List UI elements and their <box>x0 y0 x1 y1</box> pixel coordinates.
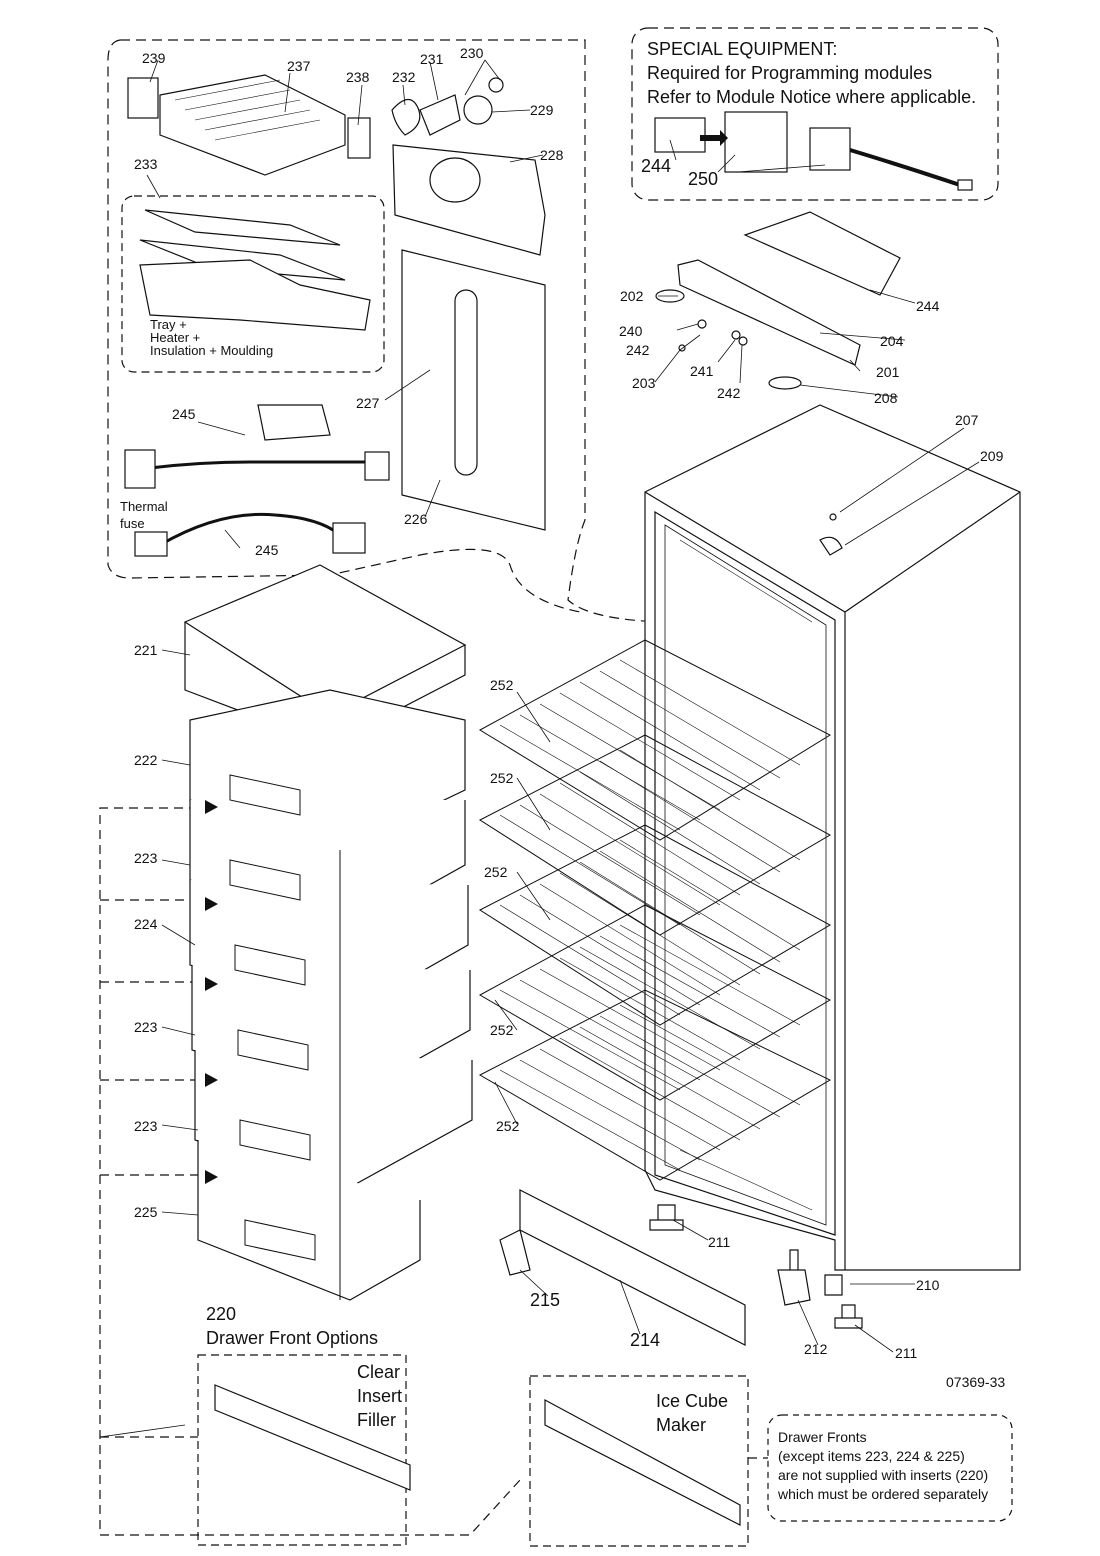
clip-238 <box>347 117 371 159</box>
tray-label-line1: Tray + <box>150 317 187 332</box>
part-label-233: 233 <box>134 156 158 172</box>
clear-insert-label-line3: Filler <box>357 1410 396 1430</box>
part-label-223-1: 223 <box>134 850 158 866</box>
ice-cube-maker <box>544 1398 741 1526</box>
part-label-221: 221 <box>134 642 158 658</box>
part-label-252-5: 252 <box>496 1118 520 1134</box>
part-label-245-harness: 245 <box>172 406 196 422</box>
part-label-250: 250 <box>688 169 719 189</box>
part-label-222: 222 <box>134 752 158 768</box>
part-label-252-1: 252 <box>490 677 514 693</box>
part-label-223-2: 223 <box>134 1019 158 1035</box>
part-label-242-left: 242 <box>626 342 650 358</box>
ice-cube-label-line1: Ice Cube <box>656 1391 729 1411</box>
special-equipment-title: SPECIAL EQUIPMENT: <box>647 39 838 59</box>
part-label-229: 229 <box>530 102 554 118</box>
note-line1: Drawer Fronts <box>778 1429 867 1445</box>
cap-208 <box>768 376 802 390</box>
drawer-stack <box>189 689 473 1301</box>
part-label-214: 214 <box>630 1330 661 1350</box>
harness-245a <box>149 460 375 470</box>
special-equipment-box <box>631 27 999 201</box>
part-label-203: 203 <box>632 375 656 391</box>
part-label-231: 231 <box>420 51 444 67</box>
part-label-224: 224 <box>134 916 158 932</box>
drawer-front-options-label: Drawer Front Options <box>206 1328 379 1348</box>
foot-211a <box>649 1204 684 1231</box>
part-label-227: 227 <box>356 395 380 411</box>
part-label-241: 241 <box>690 363 714 379</box>
part-label-201: 201 <box>876 364 900 380</box>
thermal-fuse-245b <box>159 512 341 547</box>
part-label-245-fuse: 245 <box>255 542 279 558</box>
drawer-front-number: 220 <box>206 1304 237 1324</box>
clear-insert-box <box>197 1354 407 1546</box>
part-label-226: 226 <box>404 511 428 527</box>
ice-cube-box <box>529 1375 749 1547</box>
part-label-244-card: 244 <box>641 156 672 176</box>
tray-label-line2: Heater + <box>150 330 201 345</box>
control-board-244b <box>743 211 901 296</box>
fan-232 <box>391 98 421 136</box>
part-label-202: 202 <box>620 288 644 304</box>
note-line3: are not supplied with inserts (220) <box>778 1467 989 1483</box>
thermal-fuse-label-line1: Thermal <box>120 499 168 514</box>
part-label-211-left: 211 <box>708 1234 731 1250</box>
part-label-237: 237 <box>287 58 311 74</box>
part-label-215: 215 <box>530 1290 561 1310</box>
part-label-252-2: 252 <box>490 770 514 786</box>
bracket-231 <box>419 94 461 136</box>
part-label-244-board: 244 <box>916 298 940 314</box>
drawing-number: 07369-33 <box>946 1374 1006 1390</box>
part-label-210: 210 <box>916 1277 940 1293</box>
tray-group-box <box>121 195 385 373</box>
module-244a <box>654 117 706 153</box>
tray-assembly-233 <box>144 209 341 246</box>
screw-207 <box>829 513 837 521</box>
foot-211b <box>834 1304 863 1329</box>
part-label-207: 207 <box>955 412 979 428</box>
thermal-fuse-label-line2: fuse <box>120 516 145 531</box>
note-line2: (except items 223, 224 & 225) <box>778 1448 965 1464</box>
part-label-209: 209 <box>980 448 1004 464</box>
clear-insert-label-line2: Insert <box>357 1386 403 1406</box>
bracket-210 <box>824 1274 843 1296</box>
evaporator-237 <box>159 74 346 176</box>
part-label-252-4: 252 <box>490 1022 514 1038</box>
motor-229 <box>463 95 493 125</box>
part-label-208: 208 <box>874 390 898 406</box>
wire-shelves <box>478 639 832 1181</box>
tray-label-line3: Insulation + Moulding <box>150 343 274 358</box>
part-label-212: 212 <box>804 1341 828 1357</box>
part-label-239: 239 <box>142 50 166 66</box>
note-line4: which must be ordered separately <box>778 1486 989 1502</box>
part-label-230: 230 <box>460 45 484 61</box>
ice-cube-label-line2: Maker <box>656 1415 707 1435</box>
clear-insert-filler <box>214 1384 411 1491</box>
clip-239 <box>127 77 159 119</box>
part-label-204: 204 <box>880 333 904 349</box>
cabinet-outline <box>644 404 1021 1271</box>
drawer-bracket-lines <box>99 807 768 1536</box>
note-box <box>767 1414 1013 1522</box>
panel-226 <box>401 249 546 531</box>
part-label-252-3: 252 <box>484 864 508 880</box>
part-label-240: 240 <box>619 323 643 339</box>
part-label-225: 225 <box>134 1204 158 1220</box>
panel-201 <box>677 259 861 366</box>
special-equipment-line2: Refer to Module Notice where applicable. <box>647 87 977 107</box>
special-equipment-line1: Required for Programming modules <box>647 63 933 83</box>
part-label-223-3: 223 <box>134 1118 158 1134</box>
part-label-242-right: 242 <box>717 385 741 401</box>
hinge-209 <box>819 536 843 556</box>
part-label-232: 232 <box>392 69 416 85</box>
hinge-212 <box>777 1249 811 1306</box>
clear-insert-label-line1: Clear <box>357 1362 401 1382</box>
part-label-211-right: 211 <box>895 1345 918 1361</box>
part-label-238: 238 <box>346 69 370 85</box>
module-250 <box>724 111 788 173</box>
kick-plate-214 <box>519 1189 746 1346</box>
part-label-228: 228 <box>540 147 564 163</box>
